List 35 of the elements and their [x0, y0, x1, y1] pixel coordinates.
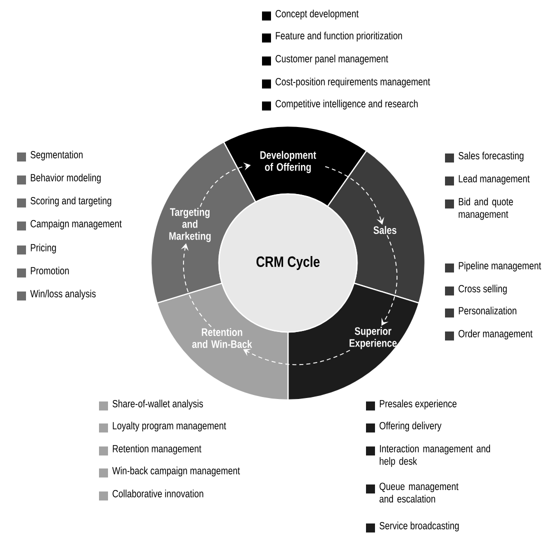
bullet-item: Segmentation	[17, 150, 83, 162]
bullet-item: Cross selling	[445, 284, 507, 296]
bullet-item: Pricing	[17, 244, 56, 254]
bullet-item: Cost-position requirements management	[262, 78, 430, 88]
bullet-item: Win-back campaign management	[99, 466, 240, 478]
ring-sector: Development of Offering	[223, 125, 368, 208]
bullet-item: Concept development	[262, 10, 359, 20]
bullet-item: Scoring and targeting	[17, 196, 112, 208]
bullet-item: Behavior modeling	[17, 174, 101, 184]
arrow	[243, 349, 350, 366]
bullet-item: Service broadcasting	[366, 522, 459, 532]
bullet-item: Loyalty program management	[99, 422, 226, 432]
ring-sector: Sales	[326, 150, 426, 304]
bullet-item: Presales experience	[366, 400, 457, 410]
bullet-item: Promotion	[17, 266, 69, 278]
bullet-item: Collaborative innovation	[99, 490, 204, 500]
bullet-item: Offering delivery	[366, 422, 442, 432]
ring-sector: Targeting and Marketing	[150, 141, 256, 304]
bullet-item: Feature and function prioritization	[262, 32, 402, 42]
bullet-item: Win/loss analysis	[17, 290, 96, 300]
bullet-item: Customer panel management	[262, 54, 388, 66]
bullet-item: Personalization	[445, 306, 516, 318]
bullet-item: Queue management and escalation	[366, 482, 458, 503]
bullet-item: Competitive intelligence and research	[262, 100, 418, 110]
bullet-item: Interaction management and help desk	[366, 444, 490, 467]
ring-sector: Superior Experience	[287, 282, 420, 401]
bullet-item: Campaign management	[17, 220, 122, 230]
bullet-item: Share-of-wallet analysis	[99, 400, 203, 410]
bullet-item: Order management	[445, 330, 532, 340]
bullet-item: Sales forecasting	[445, 152, 524, 162]
bullet-item: Lead management	[445, 174, 530, 186]
bullet-item: Bid and quote management	[445, 198, 513, 220]
ring-sector: Retention and Win-Back	[156, 282, 289, 401]
bullet-item: Retention management	[99, 444, 202, 456]
bullet-item: Pipeline management	[445, 262, 542, 272]
